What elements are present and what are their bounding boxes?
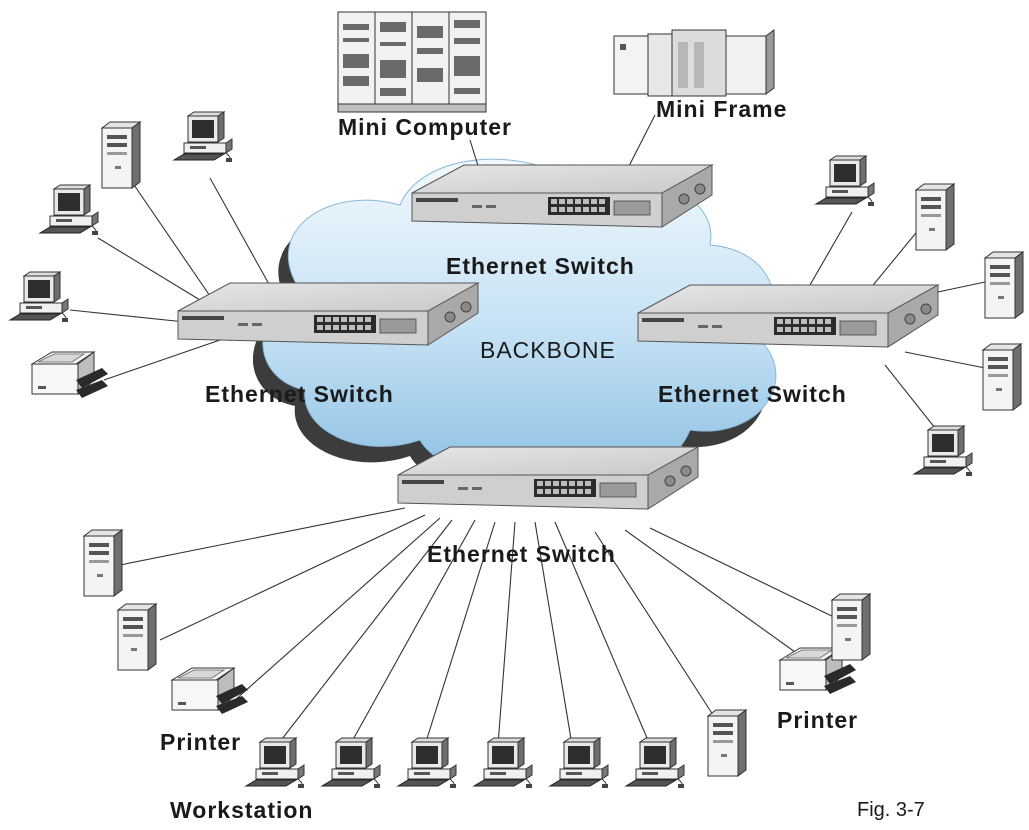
workstation-icon <box>473 737 533 789</box>
figure-caption: Fig. 3-7 <box>857 799 925 821</box>
tower-pc-icon <box>101 121 141 189</box>
tower-pc-icon <box>117 603 157 671</box>
network-links <box>69 114 986 749</box>
workstation-label: Workstation <box>170 797 313 823</box>
tower-pc-icon <box>984 251 1024 319</box>
printer-icon <box>31 351 109 399</box>
workstation-icon <box>549 737 609 789</box>
tower-pc-icon <box>982 343 1022 411</box>
tower-pc-icon <box>83 529 123 597</box>
backbone-label: BACKBONE <box>480 337 616 363</box>
mini-frame-label: Mini Frame <box>656 96 787 122</box>
workstation-icon <box>39 184 99 236</box>
printer-label-right: Printer <box>777 707 858 733</box>
mini-computer-label: Mini Computer <box>338 114 512 140</box>
workstation-icon <box>815 155 875 207</box>
ethernet-switch-label-right: Ethernet Switch <box>658 381 847 407</box>
ethernet-switch-icon-bottom <box>397 446 699 510</box>
ethernet-switch-label-top: Ethernet Switch <box>446 253 635 279</box>
mini-frame-icon <box>613 29 775 97</box>
ethernet-switch-icon-top <box>411 164 713 228</box>
tower-pc-icon <box>707 709 747 777</box>
workstation-icon <box>397 737 457 789</box>
ethernet-switch-label-left: Ethernet Switch <box>205 381 394 407</box>
ethernet-switch-label-bottom: Ethernet Switch <box>427 541 616 567</box>
workstation-icon <box>321 737 381 789</box>
workstation-icon <box>245 737 305 789</box>
workstation-icon <box>9 271 69 323</box>
backbone-cloud <box>252 158 777 490</box>
tower-pc-icon <box>831 593 871 661</box>
printer-label-left: Printer <box>160 729 241 755</box>
tower-pc-icon <box>915 183 955 251</box>
mini-computer-icon <box>337 11 487 113</box>
workstation-icon <box>625 737 685 789</box>
printer-icon <box>171 667 249 715</box>
ethernet-switch-icon-left <box>177 282 479 346</box>
workstation-icon <box>913 425 973 477</box>
workstation-icon <box>173 111 233 163</box>
ethernet-switch-icon-right <box>637 284 939 348</box>
